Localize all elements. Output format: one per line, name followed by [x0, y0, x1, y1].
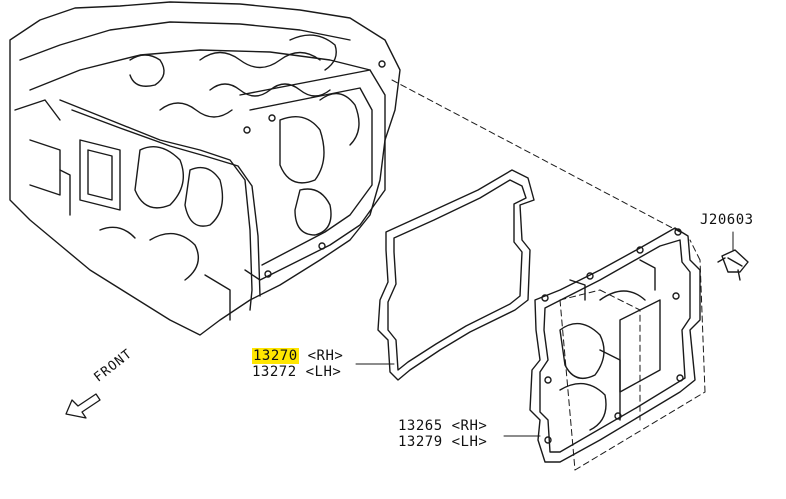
bolt-part-number: J20603: [700, 212, 754, 228]
cover-lh-part-number: 13279: [398, 434, 443, 450]
cylinder-head-drawing: [9, 1, 401, 336]
cover-label-rh: 13265 <RH>: [398, 418, 487, 434]
cover-lh-side: <LH>: [451, 434, 488, 450]
bolt-drawing: [717, 249, 749, 281]
cover-rh-part-number: 13265: [398, 418, 443, 434]
cover-rh-side: <RH>: [451, 418, 488, 434]
gasket-label-lh: 13272 <LH>: [252, 364, 341, 380]
gasket-rh-side: <RH>: [307, 348, 344, 364]
phantom-outline: [391, 79, 706, 471]
gasket-rh-part-number: 13270: [252, 348, 299, 364]
front-arrow-icon: [65, 393, 101, 419]
cover-label-lh: 13279 <LH>: [398, 434, 487, 450]
gasket-lh-side: <LH>: [305, 364, 342, 380]
gasket-label-rh: 13270 <RH>: [252, 348, 343, 364]
valve-cover-drawing: [529, 227, 701, 463]
leader-lines: [355, 231, 734, 437]
gasket-drawing: [377, 169, 535, 381]
gasket-lh-part-number: 13272: [252, 364, 297, 380]
